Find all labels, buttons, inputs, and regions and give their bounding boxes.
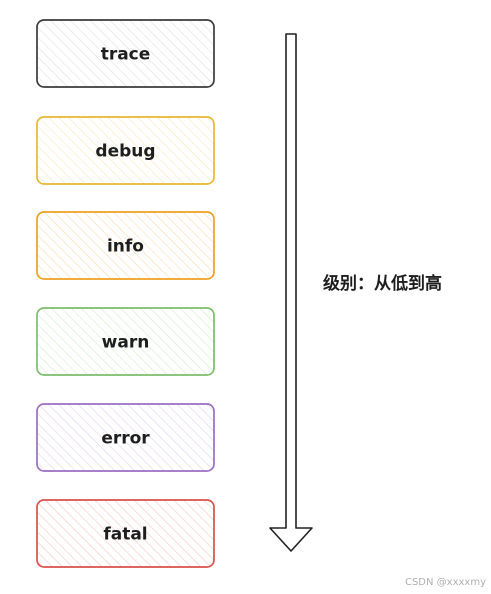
level-label: error bbox=[101, 429, 150, 449]
arrow-label: 级别：从低到高 bbox=[323, 273, 442, 294]
level-box-frame bbox=[36, 499, 215, 568]
level-label: warn bbox=[102, 333, 150, 353]
level-label: debug bbox=[95, 142, 155, 162]
down-arrow bbox=[269, 33, 313, 552]
level-box-info: info bbox=[36, 211, 215, 280]
level-box-debug: debug bbox=[36, 116, 215, 185]
level-label: trace bbox=[101, 45, 151, 65]
level-box-frame bbox=[36, 19, 215, 88]
down-arrow-shape bbox=[269, 33, 313, 552]
level-label: fatal bbox=[103, 525, 147, 545]
level-boxes: trace debug info warn error fatal bbox=[36, 19, 215, 568]
level-box-trace: trace bbox=[36, 19, 215, 88]
level-box-warn: warn bbox=[36, 307, 215, 376]
level-box-frame bbox=[36, 116, 215, 185]
level-box-frame bbox=[36, 307, 215, 376]
level-box-frame bbox=[36, 403, 215, 472]
watermark: CSDN @xxxxmy bbox=[405, 577, 486, 588]
level-label: info bbox=[107, 237, 144, 257]
level-box-error: error bbox=[36, 403, 215, 472]
level-box-frame bbox=[36, 211, 215, 280]
level-box-fatal: fatal bbox=[36, 499, 215, 568]
